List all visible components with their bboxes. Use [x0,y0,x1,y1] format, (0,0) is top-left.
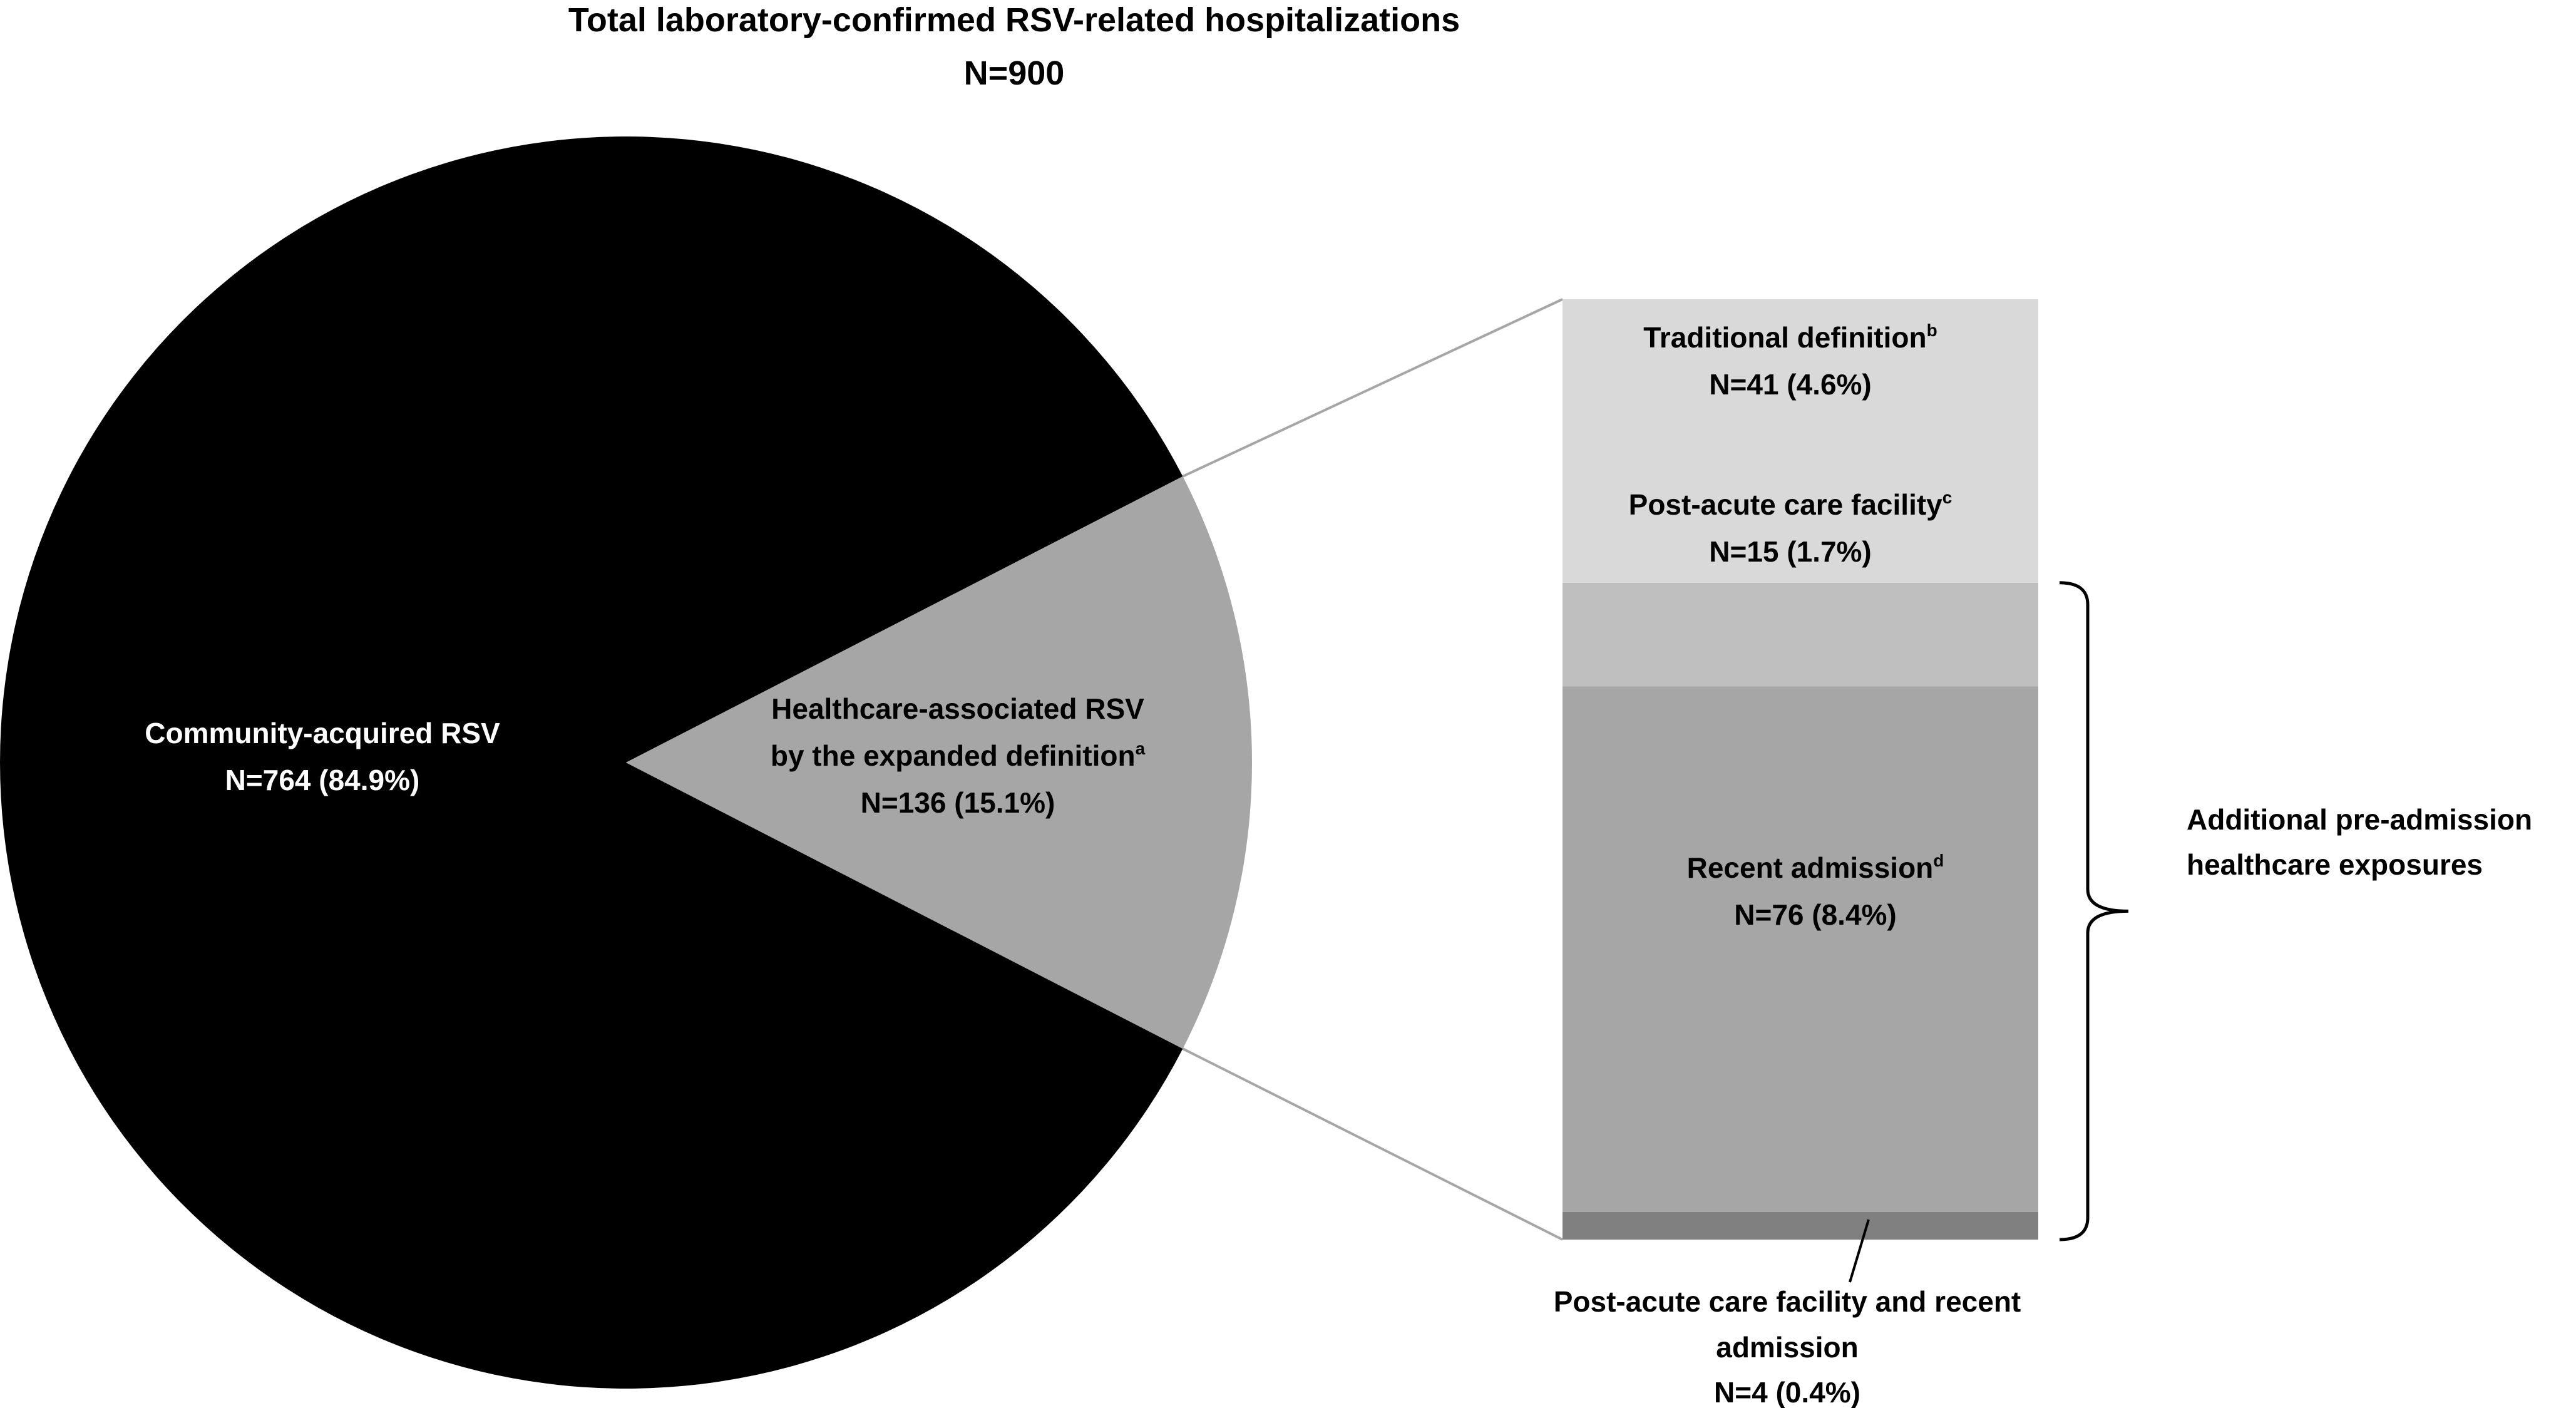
chart-subtitle: N=900 [964,54,1065,92]
pie-label-healthcare-associated-line1: Healthcare-associated RSV [771,692,1144,725]
connector-line-bottom [1182,1047,1563,1241]
bar-segment-recent-admission [1563,686,2038,1212]
segment-label-post-acute-and-recent-line2: admission [1716,1331,1859,1364]
footnote-a-marker: a [1136,739,1146,758]
pie-label-community-acquired: Community-acquired RSV [145,717,500,749]
segment-value-traditional-definition: N=41 (4.6%) [1709,368,1872,401]
bar-segment-post-acute-and-recent-admission [1563,1211,2038,1240]
segment-label-recent-admission: Recent admissiond [1687,851,1944,884]
chart-title: Total laboratory-confirmed RSV-related h… [568,1,1460,39]
pie-value-healthcare-associated: N=136 (15.1%) [861,786,1055,819]
bracket-label-line2: healthcare exposures [2187,848,2483,881]
pie-slice-healthcare-associated [626,476,1252,1049]
connector-line-top [1182,298,1563,478]
segment-value-post-acute-and-recent: N=4 (0.4%) [1714,1376,1860,1408]
segment-label-post-acute-and-recent-line1: Post-acute care facility and recent [1554,1285,2021,1318]
segment-label-post-acute-care-facility: Post-acute care facilityc [1629,488,1953,521]
footnote-c-marker: c [1942,488,1953,507]
bracket-label-line1: Additional pre-admission [2187,803,2532,836]
footnote-d-marker: d [1933,851,1944,870]
segment-label-post-acute-care-facility-text: Post-acute care facility [1629,488,1943,521]
pie-value-community-acquired: N=764 (84.9%) [225,764,420,796]
segment-value-post-acute-care-facility: N=15 (1.7%) [1709,535,1872,568]
callout-leader-line [1849,1219,1870,1283]
segment-label-traditional-definition: Traditional definitionb [1643,321,1937,354]
pie-label-healthcare-associated-line2-text: by the expanded definition [771,739,1136,772]
pie-label-healthcare-associated-line2: by the expanded definitiona [771,739,1146,772]
segment-value-recent-admission: N=76 (8.4%) [1734,898,1897,931]
bracket-additional-exposures [2059,581,2129,1241]
bar-segment-post-acute-care-facility [1563,582,2038,687]
segment-label-traditional-definition-text: Traditional definition [1643,321,1926,354]
bar-segment-traditional-definition [1563,299,2038,583]
pie-slice-community-acquired [0,136,1183,1389]
footnote-b-marker: b [1927,321,1937,340]
segment-label-recent-admission-text: Recent admission [1687,851,1934,884]
